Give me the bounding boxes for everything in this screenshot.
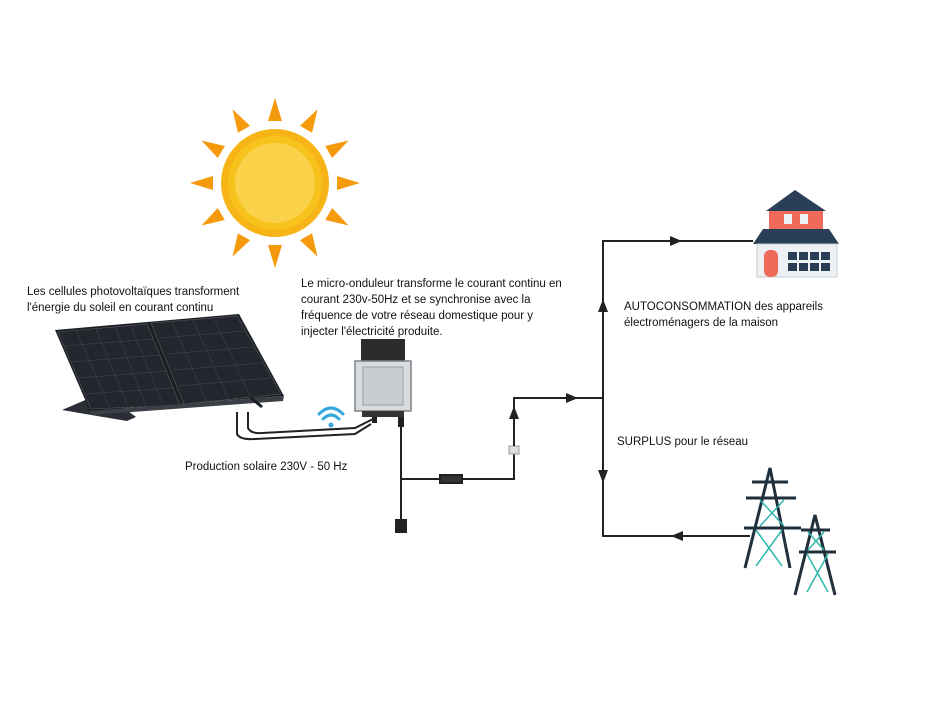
- autoconsommation-label: AUTOCONSOMMATION des appareils électromé…: [624, 299, 823, 331]
- production-label: Production solaire 230V - 50 Hz: [185, 461, 348, 473]
- inverter-description-line: fréquence de votre réseau domestique pou…: [301, 310, 534, 322]
- autoconsommation-line: électroménagers de la maison: [624, 317, 779, 329]
- surplus-label: SURPLUS pour le réseau: [617, 436, 749, 448]
- sun-icon: [190, 98, 360, 268]
- micro-inverter-icon: [354, 339, 412, 427]
- inverter-description-line: injecter l'électricité produite.: [301, 326, 443, 338]
- panel-description: Les cellules photovoltaïques transformen…: [27, 284, 239, 316]
- wifi-icon: [317, 406, 345, 428]
- panel-description-line: l'énergie du soleil en courant continu: [27, 302, 214, 314]
- panel-description-line: Les cellules photovoltaïques transformen…: [27, 286, 240, 298]
- solar-panel-icon: [55, 314, 284, 421]
- flow-arrows: [509, 236, 683, 541]
- inverter-description-line: Le micro-onduleur transforme le courant …: [301, 278, 562, 290]
- inverter-description: Le micro-onduleur transforme le courant …: [301, 276, 562, 340]
- autoconsommation-line: AUTOCONSOMMATION des appareils: [624, 301, 823, 313]
- house-icon: [753, 190, 839, 278]
- power-pylon-icon: [743, 467, 837, 596]
- inverter-description-line: courant 230v-50Hz et se synchronise avec…: [301, 294, 531, 306]
- wiring: [236, 240, 753, 537]
